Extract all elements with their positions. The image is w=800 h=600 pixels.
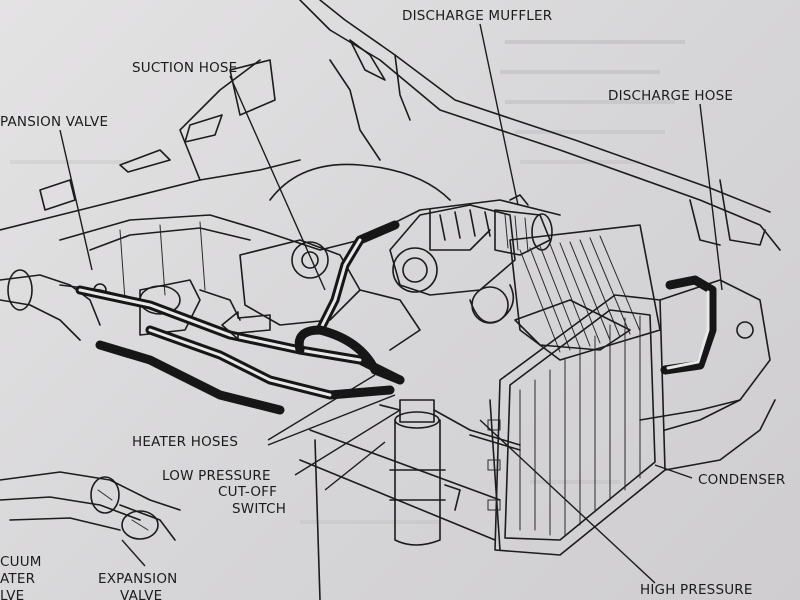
label-cut-off: CUT-OFF [218,484,277,500]
receiver-drier [299,399,501,600]
leader-lines [59,23,723,584]
label-heater-hoses: HEATER HOSES [132,434,238,450]
label-vacuum-3: LVE [0,588,24,600]
condenser [487,294,666,556]
label-valve-bottom: VALVE [120,588,162,600]
compressor [389,204,516,324]
label-condenser: CONDENSER [698,472,785,488]
page-texture [10,40,685,524]
front-body [639,279,776,471]
label-vacuum-1: CUUM [0,554,42,570]
label-low-pressure: LOW PRESSURE [162,468,271,484]
label-discharge-muffler: DISCHARGE MUFFLER [402,8,552,24]
label-high-pressure: HIGH PRESSURE [640,582,753,598]
engine-block [139,239,421,351]
label-discharge-hose: DISCHARGE HOSE [608,88,733,104]
label-expansion-valve-top: PANSION VALVE [0,114,108,130]
label-switch: SWITCH [232,501,286,517]
firewall [59,163,561,301]
label-expansion-bottom: EXPANSION [98,571,177,587]
hoses [75,220,717,451]
labels: DISCHARGE MUFFLER SUCTION HOSE DISCHARGE… [0,8,785,600]
expansion-valve-assembly [0,269,141,341]
label-vacuum-2: ATER [0,571,35,587]
discharge-muffler [494,194,553,256]
label-suction-hose: SUCTION HOSE [132,60,237,76]
flow-arrow [221,311,271,340]
expansion-valve-inset [0,471,181,541]
hood-outline [0,0,781,251]
radiator [509,224,661,361]
